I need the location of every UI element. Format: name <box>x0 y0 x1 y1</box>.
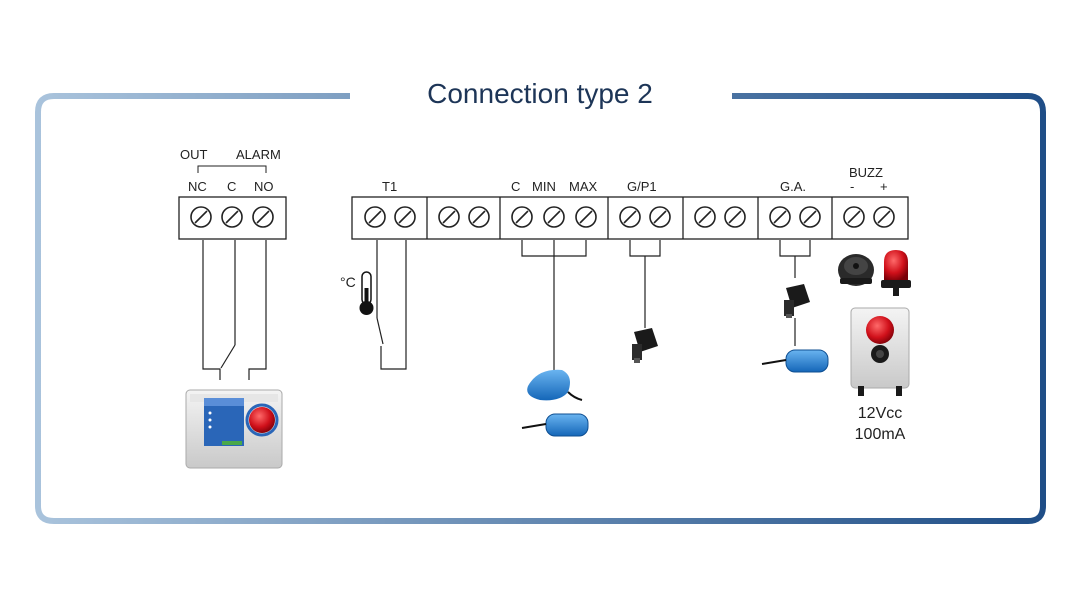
level-wiring <box>521 240 587 372</box>
label-celsius: °C <box>340 274 356 290</box>
frame <box>35 93 1046 524</box>
screw-terminal <box>724 206 746 228</box>
label-c: C <box>227 179 236 194</box>
label-max: MAX <box>569 179 598 194</box>
float-switch-icon <box>761 349 829 373</box>
label-alarm: ALARM <box>236 147 281 162</box>
pressure-switch-icon <box>632 328 658 363</box>
buzzer-icon <box>838 254 874 286</box>
screw-terminal <box>649 206 671 228</box>
label-t1: T1 <box>382 179 397 194</box>
float-switch-pear-icon <box>527 369 583 401</box>
screw-terminal <box>468 206 490 228</box>
t1-wiring <box>376 240 407 370</box>
screw-terminal <box>190 206 212 228</box>
label-ga: G.A. <box>780 179 806 194</box>
screw-terminal <box>843 206 865 228</box>
label-voltage: 12Vcc <box>858 405 902 422</box>
label-minus: - <box>850 179 854 194</box>
label-current: 100mA <box>855 426 906 443</box>
screw-terminal <box>619 206 641 228</box>
out-alarm-terminal: OUT ALARM NC C NO <box>178 147 287 240</box>
beacon-light-icon <box>881 250 911 296</box>
screw-terminal <box>799 206 821 228</box>
label-no: NO <box>254 179 274 194</box>
screw-terminal <box>438 206 460 228</box>
ga-wiring <box>779 240 811 346</box>
pressure-switch-icon <box>784 284 810 318</box>
screw-terminal <box>873 206 895 228</box>
alarm-unit-image <box>185 389 283 469</box>
diagram-title: Connection type 2 <box>427 78 653 109</box>
float-switch-icon <box>521 413 589 437</box>
screw-terminal <box>364 206 386 228</box>
label-plus: + <box>880 179 888 194</box>
main-terminal-strip: T1 C MIN MAX G/P1 G.A. BUZZ - + <box>351 165 909 240</box>
label-min: MIN <box>532 179 556 194</box>
screw-terminal <box>694 206 716 228</box>
siren-unit-image <box>850 307 910 396</box>
screw-terminal <box>769 206 791 228</box>
label-c-level: C <box>511 179 520 194</box>
screw-terminal <box>543 206 565 228</box>
label-gp1: G/P1 <box>627 179 657 194</box>
label-out: OUT <box>180 147 208 162</box>
label-buzz: BUZZ <box>849 165 883 180</box>
screw-terminal <box>252 206 274 228</box>
relay-wiring <box>202 240 267 380</box>
screw-terminal <box>511 206 533 228</box>
thermometer-icon <box>359 271 374 315</box>
screw-terminal <box>394 206 416 228</box>
screw-terminal <box>575 206 597 228</box>
gp1-wiring <box>629 240 661 328</box>
screw-terminal <box>221 206 243 228</box>
label-nc: NC <box>188 179 207 194</box>
